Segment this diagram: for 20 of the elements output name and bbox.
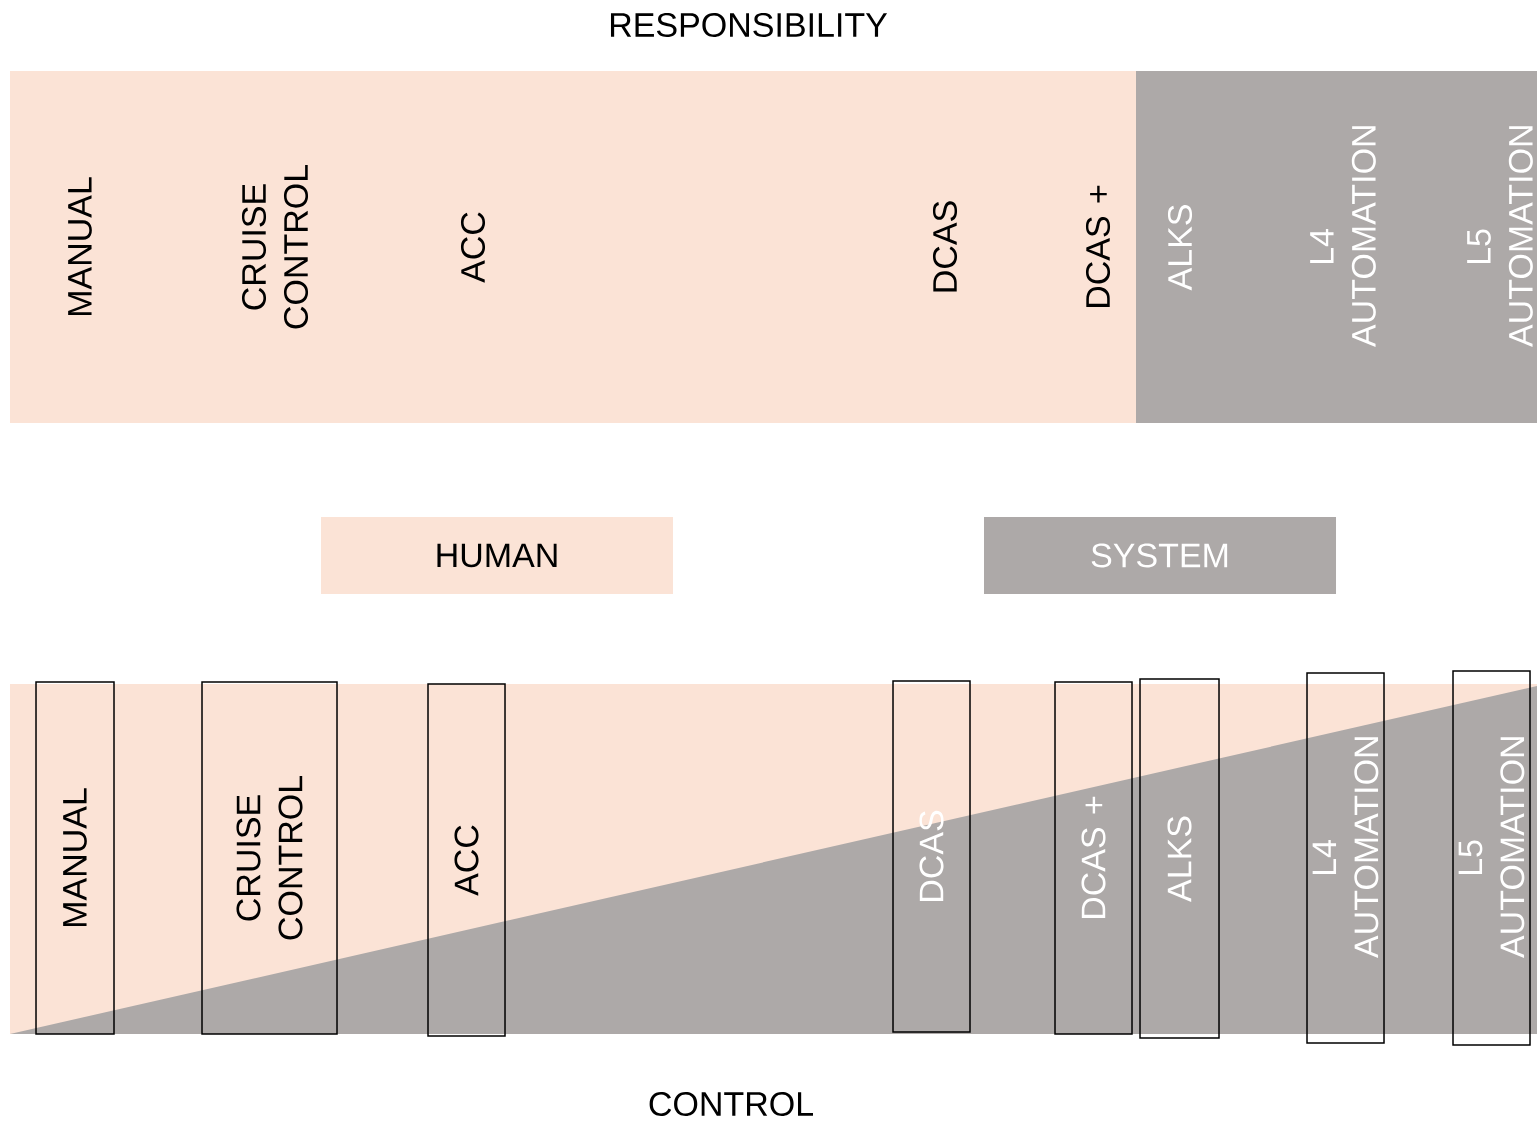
vertical-label: ACC	[460, 212, 486, 283]
vertical-label: L4 AUTOMATION	[1310, 126, 1376, 347]
vertical-label: L5 AUTOMATION	[1467, 126, 1533, 347]
vertical-label: CRUISE CONTROL	[241, 165, 309, 329]
label-box: SYSTEM	[984, 517, 1336, 594]
vertical-label: DCAS +	[1085, 185, 1111, 308]
level-box: DCAS +	[1054, 681, 1133, 1035]
level-box: ACC	[427, 683, 506, 1037]
level-box: CRUISE CONTROL	[201, 681, 338, 1035]
axis-label: CONTROL	[649, 1091, 813, 1117]
level-box: DCAS	[892, 680, 971, 1033]
level-box: L4 AUTOMATION	[1306, 672, 1385, 1044]
vertical-label: MANUAL	[68, 177, 92, 316]
level-box: ALKS	[1139, 678, 1220, 1039]
label-box: HUMAN	[321, 517, 673, 594]
vertical-label: ALKS	[1167, 205, 1193, 291]
title: RESPONSIBILITY	[611, 12, 888, 38]
vertical-label: DCAS	[932, 201, 958, 292]
level-box: MANUAL	[35, 681, 115, 1035]
level-box: L5 AUTOMATION	[1452, 670, 1531, 1046]
